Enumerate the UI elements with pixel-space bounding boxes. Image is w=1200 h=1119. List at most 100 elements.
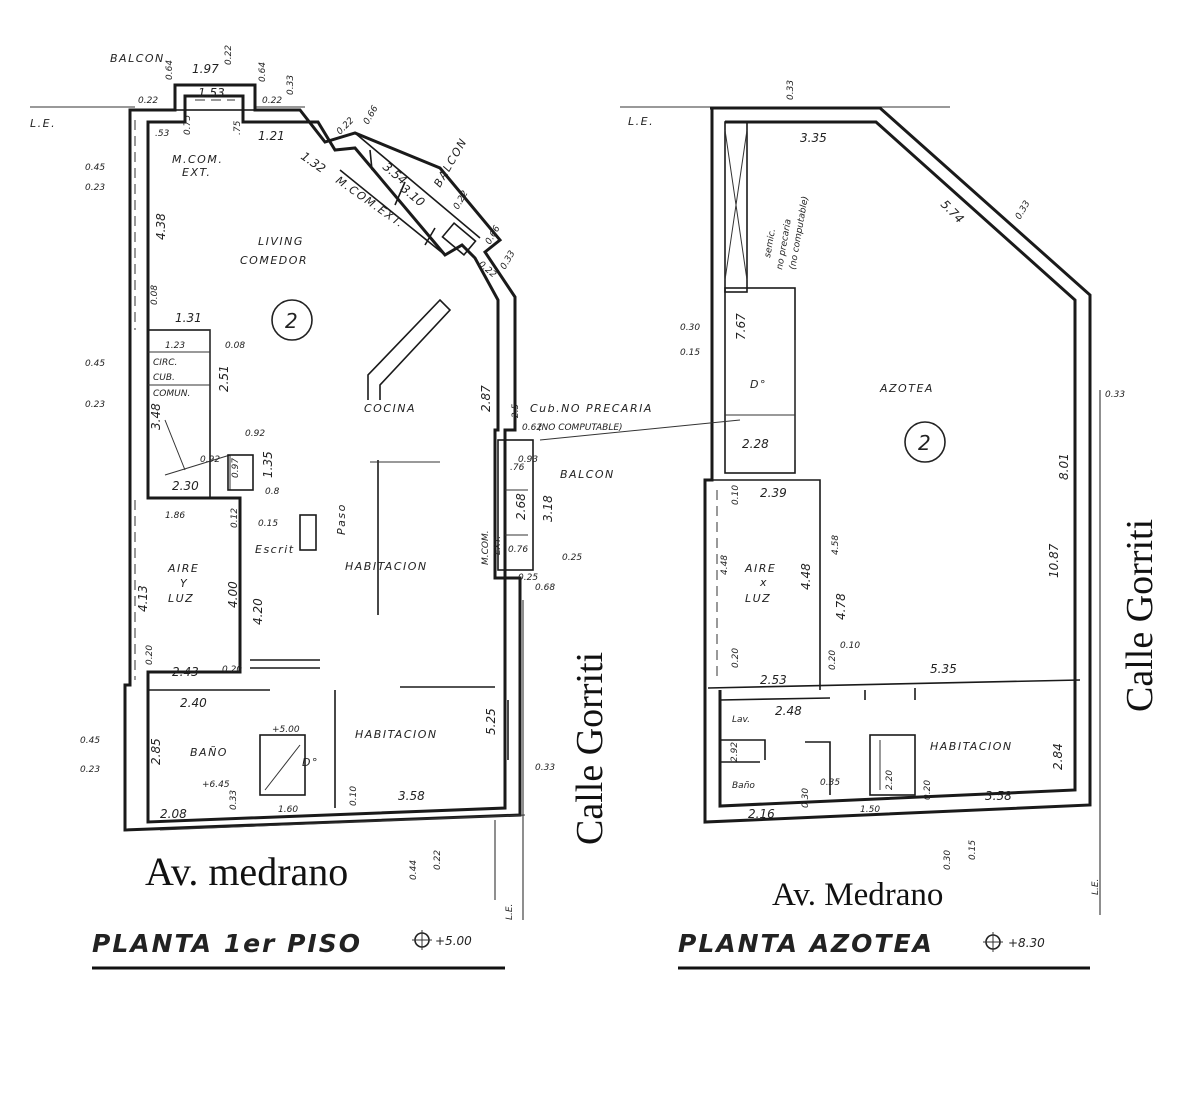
street-av-medrano-1: Av. medrano bbox=[145, 849, 348, 894]
label-balcon-top: BALCON bbox=[110, 52, 165, 65]
dim: 0.12 bbox=[230, 508, 240, 528]
wall-habitacion-2 bbox=[707, 679, 1081, 689]
dim: 0.33 bbox=[1014, 199, 1033, 222]
plan-first-floor: 2 BALCON L.E. M.COM. EXT. M.COM.EXT. BAL… bbox=[30, 45, 653, 970]
dim: 2.51 bbox=[217, 365, 231, 392]
level-1: +5.00 bbox=[435, 934, 472, 948]
title-planta-2: PLANTA AZOTEA bbox=[678, 929, 934, 958]
dim: 0.33 bbox=[1105, 390, 1125, 400]
label-no-computable: (NO COMPUTABLE) bbox=[538, 423, 623, 433]
dim: 3.58 bbox=[985, 789, 1012, 803]
dim: 4.00 bbox=[226, 581, 240, 608]
dim: 1.60 bbox=[278, 805, 298, 815]
dim: 0.08 bbox=[225, 341, 245, 351]
dim: 0.66 bbox=[484, 224, 503, 247]
aire-luz-wall bbox=[712, 479, 821, 690]
label-aire-2: AIRE bbox=[744, 562, 776, 575]
label-luz-1: LUZ bbox=[168, 592, 194, 605]
dim: 0.33 bbox=[535, 763, 555, 773]
label-habitacion-2: HABITACION bbox=[355, 728, 438, 741]
dim: 0.68 bbox=[535, 583, 555, 593]
label-mcom-ext-3: M.COM. bbox=[481, 530, 491, 565]
dim: 1.86 bbox=[165, 511, 185, 521]
label-dormitorio-2: D° bbox=[750, 378, 767, 391]
label-x-2: x bbox=[759, 576, 768, 589]
inner-wall bbox=[146, 94, 507, 824]
unit-number: 2 bbox=[285, 309, 298, 333]
dim: 1.31 bbox=[175, 311, 202, 325]
dim: 1.23 bbox=[165, 341, 185, 351]
dim: 5.25 bbox=[484, 708, 498, 735]
dim: 3.48 bbox=[149, 403, 163, 430]
label-balcon-right: BALCON bbox=[560, 468, 615, 481]
label-bano-2: Baño bbox=[732, 781, 755, 791]
closet-2 bbox=[869, 734, 916, 796]
dim: .76 bbox=[510, 463, 525, 473]
dim: 0.30 bbox=[801, 788, 811, 808]
label-azotea: AZOTEA bbox=[879, 382, 934, 395]
dim: 2.30 bbox=[172, 479, 199, 493]
balcony-diag-box bbox=[441, 221, 477, 257]
street-calle-gorriti-1: Calle Gorriti bbox=[569, 652, 611, 845]
dim: 0.64 bbox=[258, 62, 268, 82]
dim: 0.8 bbox=[265, 487, 280, 497]
label-circ: CIRC. bbox=[153, 358, 177, 368]
dim: 0.66 bbox=[362, 104, 381, 127]
label-y-1: Y bbox=[180, 577, 188, 590]
dim: 2.87 bbox=[479, 385, 493, 412]
label-le: L.E. bbox=[30, 117, 56, 130]
dim: 2.28 bbox=[742, 437, 769, 451]
label-cub-no-precaria: Cub.NO PRECARIA bbox=[530, 402, 653, 415]
label-le-bottom: L.E. bbox=[505, 904, 515, 920]
dim: 2.85 bbox=[149, 738, 163, 765]
unit-circle bbox=[271, 299, 313, 341]
dim: 3.18 bbox=[541, 495, 555, 522]
dim: 0.25 bbox=[518, 573, 538, 583]
label-le-2: L.E. bbox=[628, 115, 654, 128]
escrit-box bbox=[299, 514, 317, 551]
semic-x bbox=[724, 129, 748, 281]
dim: 0.33 bbox=[286, 75, 296, 95]
dim: 4.58 bbox=[831, 535, 841, 555]
lav-wall bbox=[720, 739, 766, 763]
balcony-top bbox=[174, 84, 256, 111]
label-cub: CUB. bbox=[153, 373, 175, 383]
stair-lines bbox=[164, 330, 231, 490]
dim: 0.33 bbox=[499, 249, 518, 272]
label-comun: COMUN. bbox=[153, 389, 190, 399]
label-semic: semic. bbox=[763, 228, 778, 259]
label-mcom-ext-3b: EXT. bbox=[493, 536, 503, 555]
dim: +5.00 bbox=[272, 725, 300, 735]
label-comedor: COMEDOR bbox=[240, 254, 308, 267]
dim: 0.45 bbox=[85, 163, 105, 173]
label-living: LIVING bbox=[258, 235, 304, 248]
kitchen-counter bbox=[367, 298, 452, 400]
semic-column bbox=[724, 121, 748, 293]
dim: 0.08 bbox=[150, 285, 160, 305]
dim: 0.22 bbox=[224, 45, 234, 65]
street-av-medrano-2: Av. Medrano bbox=[772, 877, 943, 913]
dim: 0.22 bbox=[262, 96, 282, 106]
label-habitacion-1: HABITACION bbox=[345, 560, 428, 573]
dim: 4.48 bbox=[799, 563, 813, 590]
shaft bbox=[227, 454, 254, 491]
dim: 2.5 bbox=[511, 403, 521, 418]
dim: 0.23 bbox=[85, 400, 105, 410]
dim: 2.39 bbox=[760, 486, 787, 500]
leader-no-computable bbox=[539, 419, 741, 441]
dim: 2.92 bbox=[730, 742, 740, 762]
dim: 2.20 bbox=[885, 770, 895, 790]
closet bbox=[259, 734, 306, 796]
dim: 1.32 bbox=[298, 149, 328, 176]
dim: 0.97 bbox=[231, 458, 241, 478]
dim: 4.20 bbox=[251, 598, 265, 625]
dim: 0.23 bbox=[80, 765, 100, 775]
dim: 0.15 bbox=[680, 348, 700, 358]
dim: 8.01 bbox=[1057, 453, 1071, 480]
dim: 0.20 bbox=[145, 645, 155, 665]
dim: 0.62 bbox=[522, 423, 542, 433]
dim: 7.67 bbox=[734, 313, 748, 340]
label-habitacion-3: HABITACION bbox=[930, 740, 1013, 753]
balcony-right bbox=[497, 439, 534, 571]
dim: 0.23 bbox=[85, 183, 105, 193]
